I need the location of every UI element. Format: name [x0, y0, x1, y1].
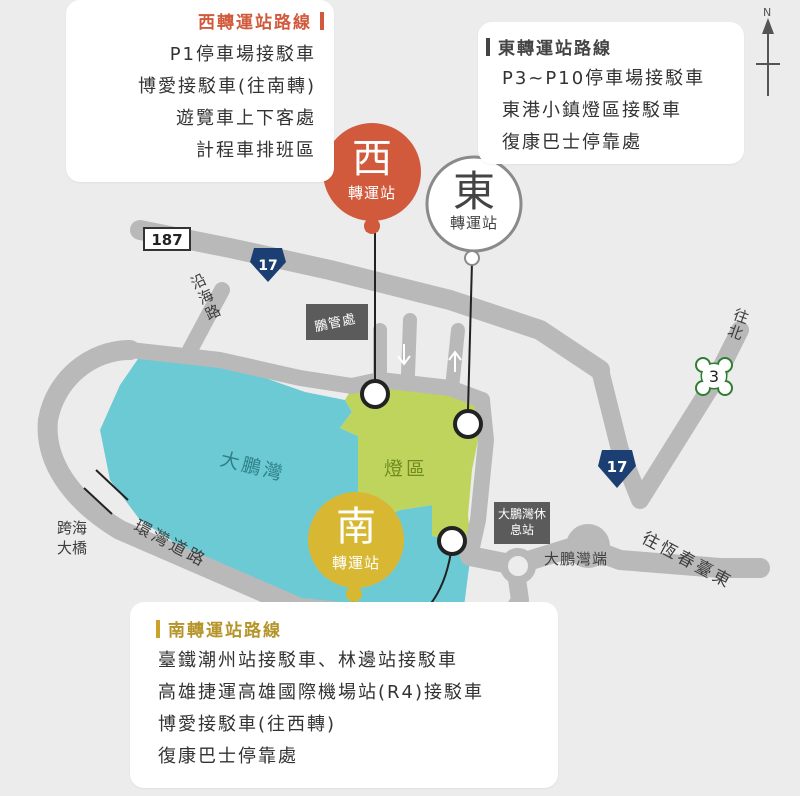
list-item: 復康巴士停靠處	[502, 132, 642, 153]
pengguan-box	[306, 304, 368, 340]
list-item: P1停車場接駁車	[169, 44, 316, 65]
south-routes-list: 臺鐵潮州站接駁車、林邊站接駁車 高雄捷運高雄國際機場站(R4)接駁車 博愛接駁車…	[130, 641, 558, 773]
west-station-label: 轉運站	[347, 184, 396, 202]
list-item: 臺鐵潮州站接駁車、林邊站接駁車	[158, 650, 458, 671]
road-east-spine	[462, 392, 494, 564]
west-routes-panel: 西轉運站路線 P1停車場接駁車 博愛接駁車(往南轉) 遊覽車上下客處 計程車排班…	[66, 0, 334, 182]
east-station-char: 東	[452, 167, 495, 216]
list-item: 復康巴士停靠處	[158, 746, 298, 767]
east-stop-marker	[453, 409, 483, 439]
west-routes-list: P1停車場接駁車 博愛接駁車(往南轉) 遊覽車上下客處 計程車排班區	[66, 33, 334, 167]
dapeng-bay-end-node	[566, 524, 610, 568]
south-routes-panel: 南轉運站路線 臺鐵潮州站接駁車、林邊站接駁車 高雄捷運高雄國際機場站(R4)接駁…	[130, 602, 558, 788]
east-routes-panel: 東轉運站路線 P3~P10停車場接駁車 東港小鎮燈區接駁車 復康巴士停靠處	[478, 22, 744, 164]
list-item: 高雄捷運高雄國際機場站(R4)接駁車	[158, 682, 485, 703]
lantern-area-label: 燈區	[384, 458, 429, 480]
list-item: 博愛接駁車(往南轉)	[137, 76, 316, 97]
dapeng-bay-end-label: 大鵬灣端	[544, 550, 609, 568]
west-panel-title: 西轉運站路線	[198, 13, 312, 33]
arrow-up-icon	[448, 350, 462, 372]
provincial-3-shield: 3	[695, 357, 733, 396]
highway-17-east-shield: 17	[598, 450, 636, 488]
east-panel-title: 東轉運站路線	[498, 39, 612, 59]
rest-area-box	[494, 502, 550, 544]
east-routes-list: P3~P10停車場接駁車 東港小鎮燈區接駁車 復康巴士停靠處	[478, 59, 744, 159]
compass-north: N	[763, 6, 771, 19]
south-station-balloon	[308, 492, 404, 602]
west-station-balloon	[323, 123, 421, 234]
road-187-17	[130, 220, 610, 380]
list-item: P3~P10停車場接駁車	[502, 68, 706, 89]
east-station-balloon	[425, 155, 523, 266]
east-route-line	[467, 261, 473, 411]
svg-text:17: 17	[607, 458, 628, 476]
svg-text:17: 17	[258, 258, 277, 274]
south-panel-title: 南轉運站路線	[168, 621, 282, 641]
west-stop-marker	[360, 379, 390, 409]
list-item: 東港小鎮燈區接駁車	[502, 100, 682, 121]
arrow-down-icon	[397, 344, 411, 366]
road-yanhai	[182, 282, 230, 358]
south-station-label: 轉運站	[331, 554, 380, 572]
south-title-bar	[156, 619, 160, 638]
list-item: 計程車排班區	[196, 140, 316, 161]
roundabout	[500, 548, 536, 584]
road-187-label: 187	[151, 231, 182, 249]
west-title-bar	[320, 11, 324, 30]
list-item: 博愛接駁車(往西轉)	[158, 714, 337, 735]
road-huanwan	[37, 340, 350, 622]
east-title-bar	[486, 37, 490, 56]
svg-text:3: 3	[709, 367, 719, 386]
cross-bridge-label: 跨海大橋	[56, 519, 87, 557]
east-station-label: 轉運站	[449, 214, 498, 232]
south-stop-marker	[437, 526, 467, 556]
rest-area-label: 大鵬灣休息站	[498, 507, 547, 537]
road-spur-2	[401, 313, 417, 382]
west-station-char: 西	[352, 136, 392, 182]
highway-17-north-shield: 17	[250, 248, 286, 282]
compass-icon: N	[756, 6, 780, 96]
bridge-mark	[83, 469, 129, 515]
list-item: 遊覽車上下客處	[176, 108, 316, 129]
road-187-sign	[143, 227, 191, 251]
south-station-char: 南	[336, 504, 376, 550]
